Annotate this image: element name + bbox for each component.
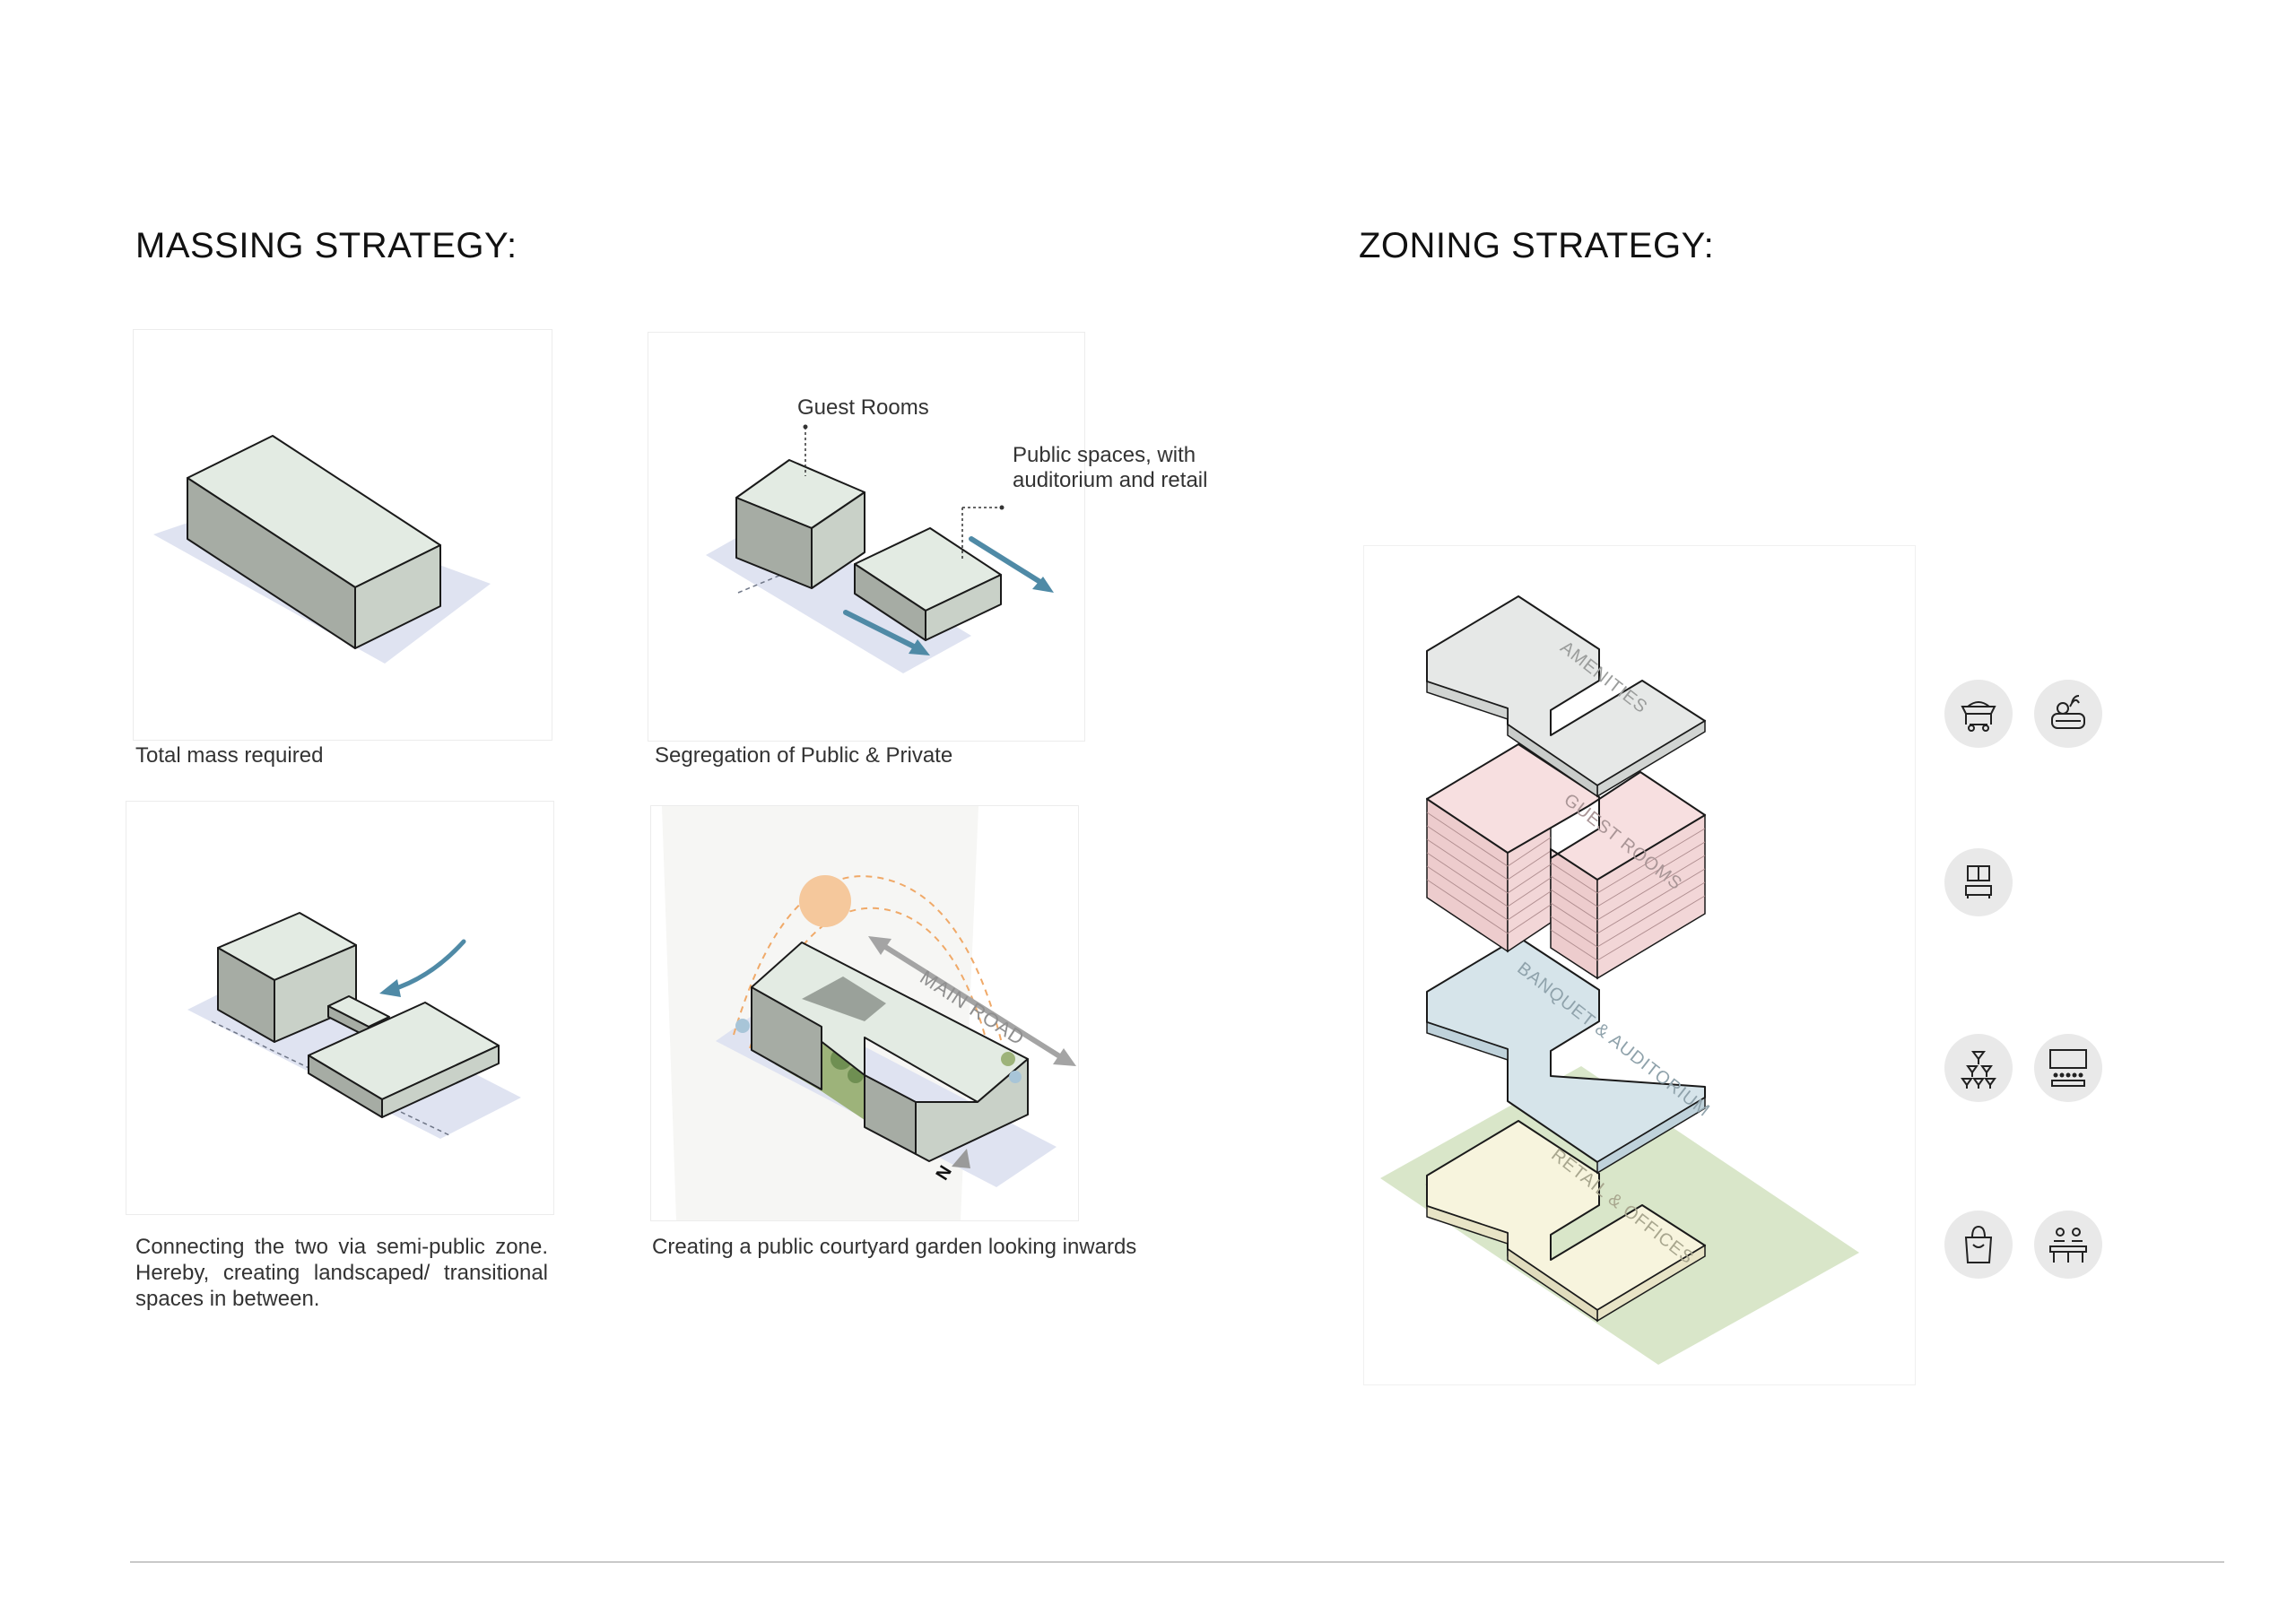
public-spaces-label-line1: Public spaces, with	[1013, 443, 1196, 467]
zoning-strategy-title: ZONING STRATEGY:	[1359, 226, 1715, 265]
flow-arrow	[969, 536, 1046, 586]
zoning-layers-diagram	[1380, 595, 1859, 1365]
public-spaces-label-line2: auditorium and retail	[1013, 468, 1208, 492]
zoning-layer-banquet	[1426, 936, 1706, 1175]
massing-step-2-panel: Guest Rooms	[648, 332, 1085, 742]
zoning-layer-retail	[1425, 1120, 1706, 1323]
massing-step-1-caption: Total mass required	[135, 743, 324, 768]
mass-right-face	[354, 544, 441, 649]
public-block-right	[925, 574, 1002, 641]
zoning-diagram-panel: AMENITIES GUEST ROOMS BANQUET & AUDITORI…	[1363, 545, 1916, 1385]
connecting-diagram	[187, 912, 521, 1139]
sun-path	[733, 875, 1011, 1081]
building-right-face	[915, 1058, 1029, 1162]
banquet-glasses-icon	[1944, 1034, 2013, 1102]
massing-step-4-panel: MAIN ROAD N	[650, 805, 1079, 1221]
auditorium-icon	[2034, 1034, 2102, 1102]
north-arrow	[952, 1149, 970, 1168]
spa-icon	[2034, 680, 2102, 748]
courtyard-shadow	[802, 976, 886, 1021]
office-desk-icon	[2034, 1211, 2102, 1279]
shopping-bag-icon	[1944, 1211, 2013, 1279]
building-left-face	[751, 986, 822, 1090]
sun-icon	[799, 875, 851, 927]
zoning-layer-amenities	[1426, 595, 1706, 798]
massing-step-4-caption: Creating a public courtyard garden looki…	[652, 1235, 1137, 1259]
connection-arrow	[388, 939, 466, 993]
massing-step-2-caption: Segregation of Public & Private	[655, 743, 953, 768]
zoning-layer-guest-rooms	[1426, 743, 1706, 980]
guest-rooms-label: Guest Rooms	[797, 395, 929, 420]
courtyard-diagram	[662, 806, 1076, 1220]
guest-block-right	[811, 491, 865, 589]
main-road-arrow	[874, 938, 1070, 1064]
segregation-diagram	[706, 424, 1054, 673]
restaurant-icon	[1944, 680, 2013, 748]
total-mass-diagram	[153, 435, 491, 664]
massing-step-3-caption: Connecting the two via semi-public zone.…	[135, 1235, 548, 1311]
hotel-bed-icon	[1944, 848, 2013, 916]
footer-divider	[130, 1561, 2224, 1563]
massing-step-3-panel	[126, 801, 554, 1215]
massing-step-1-panel	[133, 329, 552, 741]
right-block-right	[381, 1045, 500, 1118]
massing-strategy-title: MASSING STRATEGY:	[135, 226, 517, 265]
